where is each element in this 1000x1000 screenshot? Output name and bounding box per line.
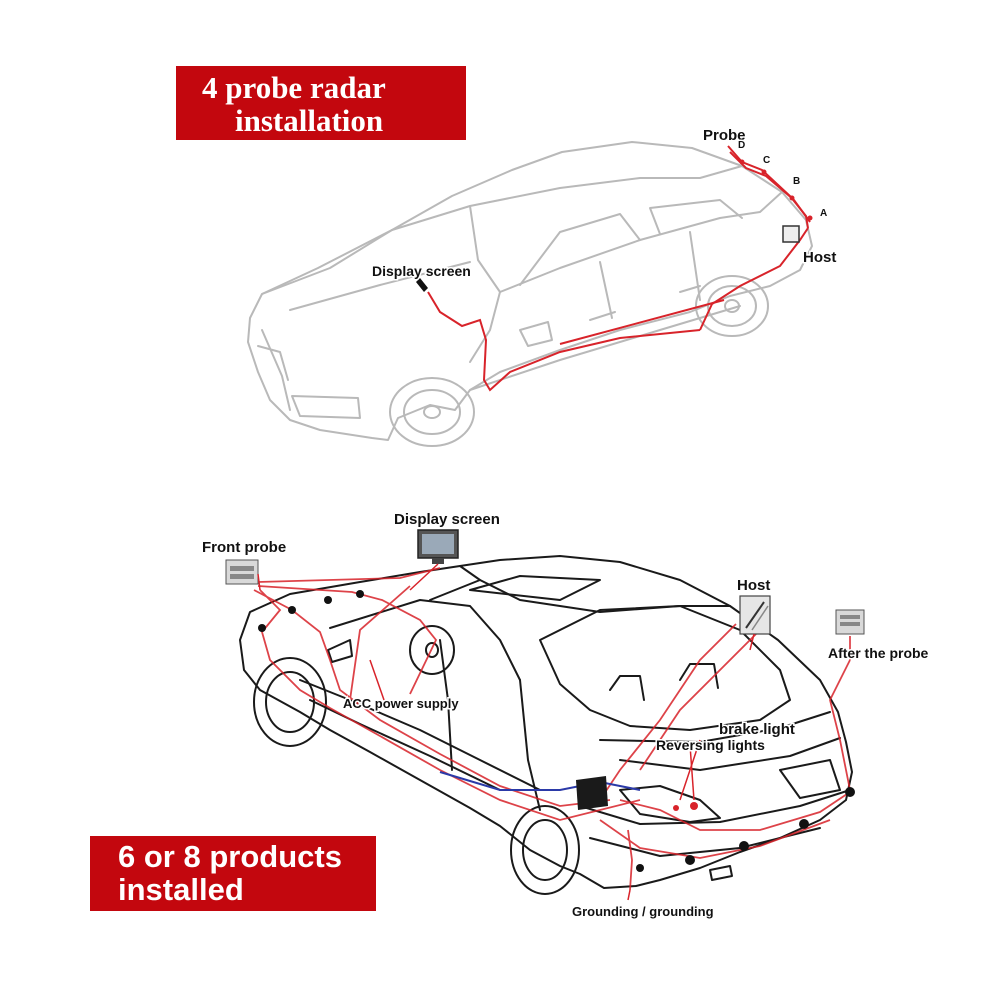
label-display-screen: Display screen bbox=[394, 511, 500, 528]
top-car-illustration bbox=[247, 141, 813, 441]
top-label-display-screen: Display screen bbox=[372, 263, 471, 279]
bottom-leader-lines bbox=[257, 563, 851, 901]
top-banner: 4 probe radar installation bbox=[176, 66, 466, 140]
top-banner-line1: 4 probe radar bbox=[202, 70, 386, 105]
bottom-car-illustration bbox=[239, 555, 853, 889]
reversing-light-dot bbox=[673, 805, 679, 811]
brake-light-dot bbox=[690, 802, 698, 810]
top-label-a: A bbox=[820, 208, 827, 219]
bottom-blue-wire bbox=[439, 771, 641, 791]
bottom-banner-line2: installed bbox=[118, 872, 244, 907]
top-host-box bbox=[782, 225, 800, 243]
bottom-wiring bbox=[253, 567, 851, 891]
label-grounding: Grounding / grounding bbox=[572, 904, 714, 919]
top-label-b: B bbox=[793, 176, 800, 187]
label-brake-light: brake light bbox=[719, 721, 795, 738]
after-probe-icon bbox=[835, 609, 865, 635]
label-after-the-probe: After the probe bbox=[828, 645, 929, 661]
bottom-display-screen-icon bbox=[417, 529, 459, 564]
top-label-probe: Probe bbox=[703, 127, 746, 144]
bottom-host-icon bbox=[739, 595, 771, 635]
bottom-host-on-car bbox=[576, 776, 608, 810]
bottom-probe-dots bbox=[258, 590, 855, 872]
top-probe-markers bbox=[739, 159, 813, 221]
top-label-c: C bbox=[763, 155, 770, 166]
bottom-banner-line1: 6 or 8 products bbox=[118, 839, 342, 874]
bottom-banner: 6 or 8 products installed bbox=[90, 836, 376, 911]
label-acc-power-supply: ACC power supply bbox=[343, 696, 459, 711]
top-banner-line2: installation bbox=[235, 103, 384, 138]
front-probe-icon bbox=[225, 559, 259, 585]
bottom-car-wheels bbox=[253, 657, 580, 895]
top-display-screen-icon bbox=[416, 278, 428, 292]
top-label-host: Host bbox=[803, 249, 836, 266]
top-car-wheels bbox=[389, 275, 769, 447]
label-host: Host bbox=[737, 577, 770, 594]
top-label-d: D bbox=[738, 140, 745, 151]
label-front-probe: Front probe bbox=[202, 539, 286, 556]
label-reversing-lights: Reversing lights bbox=[656, 737, 765, 753]
